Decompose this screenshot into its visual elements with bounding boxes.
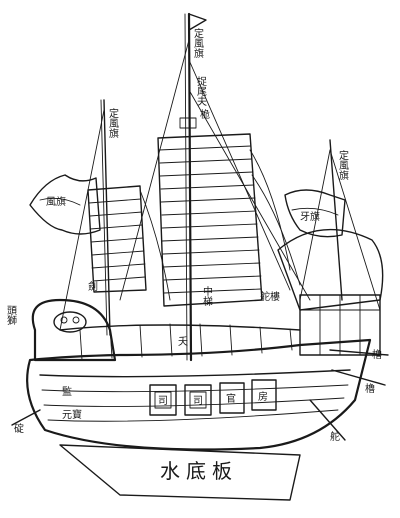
label-cabin-2: 房 — [258, 390, 268, 403]
label-gun-port: 司 — [158, 396, 168, 407]
label-side-flag-right: 牙旗 — [300, 210, 320, 223]
main-sail — [157, 133, 301, 307]
label-right-oar-a: 櫓 — [372, 348, 382, 361]
label-main-sail: 桅 — [200, 108, 210, 121]
hull — [26, 323, 372, 451]
label-mizzen-flag: 定風旗 — [337, 149, 349, 181]
label-cabin-1: 官 — [226, 392, 236, 405]
rigging — [59, 39, 381, 331]
label-deck: 夭 — [178, 336, 188, 348]
bottom-board — [59, 444, 301, 501]
deck-cabins — [149, 379, 277, 416]
label-sail-master: 捉尾夫 — [195, 75, 207, 107]
bow — [31, 298, 117, 362]
label-foremast-flag: 定風旗 — [107, 107, 119, 139]
label-bow-ornament: 頭獅 — [5, 305, 17, 326]
label-right-oar-c: 舵 — [330, 430, 340, 443]
oars — [11, 349, 389, 441]
label-side-flag-left: 風旗 — [46, 195, 66, 208]
label-right-oar-b: 櫓 — [365, 382, 375, 395]
label-mast-top-flag: 定風旗 — [192, 27, 204, 59]
label-bottom-left: 碇 — [14, 422, 24, 435]
label-hull-left-b: 元寶 — [62, 408, 82, 421]
left-wind-flag — [29, 174, 101, 235]
main-mast — [179, 12, 207, 362]
stern-castle — [277, 228, 384, 356]
fore-mast — [100, 99, 111, 336]
label-middle-ladder: 中梯 — [201, 285, 213, 307]
label-hull-bottom: 水底板 — [160, 459, 238, 483]
label-sword-left: 劍 — [88, 280, 98, 293]
mizzen-mast — [329, 139, 343, 301]
label-hull-left-a: 監 — [62, 385, 72, 398]
label-gun-port-b: 司 — [193, 396, 203, 407]
label-stern-deck: 舵樓 — [260, 290, 280, 303]
fore-sail — [87, 185, 171, 301]
right-wind-flag — [284, 189, 346, 238]
